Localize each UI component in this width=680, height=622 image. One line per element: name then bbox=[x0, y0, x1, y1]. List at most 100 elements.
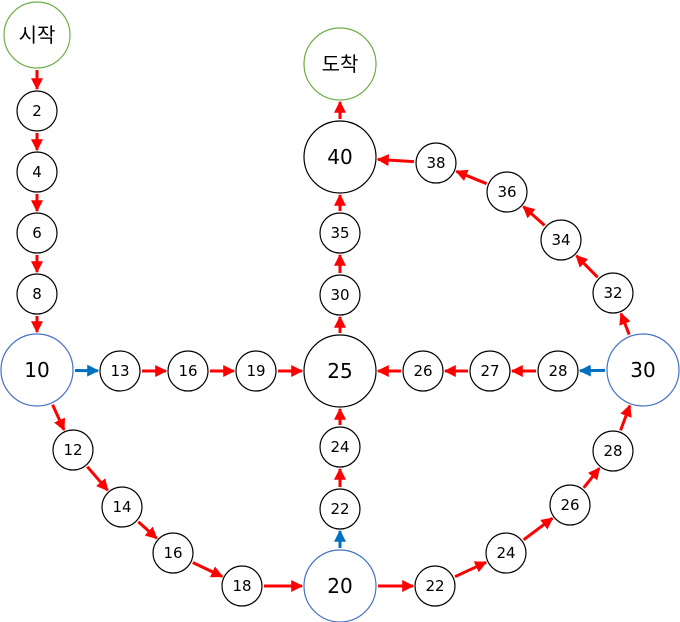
node-circle bbox=[303, 27, 377, 101]
node-label: 16 bbox=[163, 544, 182, 562]
node-g36: 36 bbox=[486, 171, 528, 213]
node-g34: 34 bbox=[540, 219, 582, 261]
node-circle bbox=[16, 151, 58, 193]
arrow-n10-to-c12 bbox=[51, 404, 66, 431]
node-label: 36 bbox=[497, 183, 516, 201]
node-e24: 24 bbox=[485, 532, 527, 574]
node-h30: 30 bbox=[319, 274, 361, 316]
node-label: 10 bbox=[24, 358, 49, 382]
node-label: 28 bbox=[603, 442, 622, 460]
node-a6: 6 bbox=[16, 212, 58, 254]
node-label: 40 bbox=[327, 145, 352, 169]
node-e26: 26 bbox=[549, 484, 591, 526]
node-g32: 32 bbox=[592, 272, 634, 314]
node-circle bbox=[592, 430, 634, 472]
node-label: 8 bbox=[32, 285, 42, 303]
node-label: 도착 bbox=[322, 52, 359, 76]
node-d24: 24 bbox=[319, 426, 361, 468]
node-circle bbox=[16, 273, 58, 315]
node-b13: 13 bbox=[99, 350, 141, 392]
arrow-e28-to-n30 bbox=[619, 404, 632, 431]
node-circle bbox=[221, 565, 263, 607]
node-d22: 22 bbox=[319, 488, 361, 530]
node-label: 12 bbox=[63, 441, 82, 459]
node-circle bbox=[303, 549, 377, 622]
node-circle bbox=[303, 334, 377, 408]
node-circle bbox=[0, 333, 74, 407]
node-circle bbox=[303, 120, 377, 194]
arrow-g38-to-n40 bbox=[376, 154, 415, 167]
node-circle bbox=[235, 350, 277, 392]
arrow-g34-to-g36 bbox=[522, 205, 546, 227]
node-label: 26 bbox=[560, 496, 579, 514]
node-n10: 10 bbox=[0, 333, 74, 407]
node-circle bbox=[101, 486, 143, 528]
node-circle bbox=[167, 350, 209, 392]
node-label: 30 bbox=[330, 286, 349, 304]
node-circle bbox=[537, 350, 579, 392]
node-label: 4 bbox=[32, 163, 42, 181]
node-circle bbox=[319, 426, 361, 468]
edges-layer bbox=[31, 70, 632, 592]
node-g38: 38 bbox=[415, 142, 457, 184]
node-label: 18 bbox=[232, 577, 251, 595]
node-c16: 16 bbox=[152, 532, 194, 574]
node-circle bbox=[3, 1, 71, 69]
node-b19: 19 bbox=[235, 350, 277, 392]
node-label: 6 bbox=[32, 224, 42, 242]
node-label: 34 bbox=[551, 231, 570, 249]
node-label: 25 bbox=[327, 359, 352, 383]
node-circle bbox=[152, 532, 194, 574]
node-label: 16 bbox=[178, 362, 197, 380]
arrow-e26-to-e28 bbox=[582, 467, 601, 489]
arrow-e24-to-e26 bbox=[522, 517, 554, 541]
node-circle bbox=[592, 272, 634, 314]
node-f26: 26 bbox=[402, 350, 444, 392]
node-f27: 27 bbox=[469, 350, 511, 392]
node-goal: 도착 bbox=[303, 27, 377, 101]
node-circle bbox=[485, 532, 527, 574]
node-circle bbox=[99, 350, 141, 392]
node-circle bbox=[319, 212, 361, 254]
node-label: 35 bbox=[330, 224, 349, 242]
node-label: 32 bbox=[603, 284, 622, 302]
node-c12: 12 bbox=[52, 429, 94, 471]
arrow-n30-to-g32 bbox=[619, 312, 631, 336]
arrow-g32-to-g34 bbox=[575, 254, 599, 279]
node-a2: 2 bbox=[16, 90, 58, 132]
arrow-c12-to-c14 bbox=[86, 465, 109, 492]
node-circle bbox=[16, 212, 58, 254]
node-circle bbox=[319, 274, 361, 316]
node-circle bbox=[414, 565, 456, 607]
node-e28: 28 bbox=[592, 430, 634, 472]
node-label: 시작 bbox=[19, 23, 56, 47]
node-circle bbox=[549, 484, 591, 526]
node-a8: 8 bbox=[16, 273, 58, 315]
node-circle bbox=[319, 488, 361, 530]
node-circle bbox=[486, 171, 528, 213]
node-circle bbox=[469, 350, 511, 392]
node-circle bbox=[402, 350, 444, 392]
node-label: 22 bbox=[330, 500, 349, 518]
arrow-e22-to-e24 bbox=[454, 560, 488, 579]
arrow-c16-to-c18 bbox=[192, 561, 224, 578]
node-h35: 35 bbox=[319, 212, 361, 254]
node-n30: 30 bbox=[606, 333, 680, 407]
node-label: 14 bbox=[112, 498, 131, 516]
node-label: 27 bbox=[480, 362, 499, 380]
node-a4: 4 bbox=[16, 151, 58, 193]
node-b16: 16 bbox=[167, 350, 209, 392]
node-label: 20 bbox=[327, 574, 352, 598]
node-label: 24 bbox=[330, 438, 349, 456]
node-label: 2 bbox=[32, 102, 42, 120]
node-label: 28 bbox=[548, 362, 567, 380]
arrow-c14-to-c16 bbox=[137, 520, 158, 540]
node-circle bbox=[16, 90, 58, 132]
node-label: 30 bbox=[630, 358, 655, 382]
node-n25: 25 bbox=[303, 334, 377, 408]
node-circle bbox=[52, 429, 94, 471]
node-c14: 14 bbox=[101, 486, 143, 528]
node-label: 19 bbox=[246, 362, 265, 380]
